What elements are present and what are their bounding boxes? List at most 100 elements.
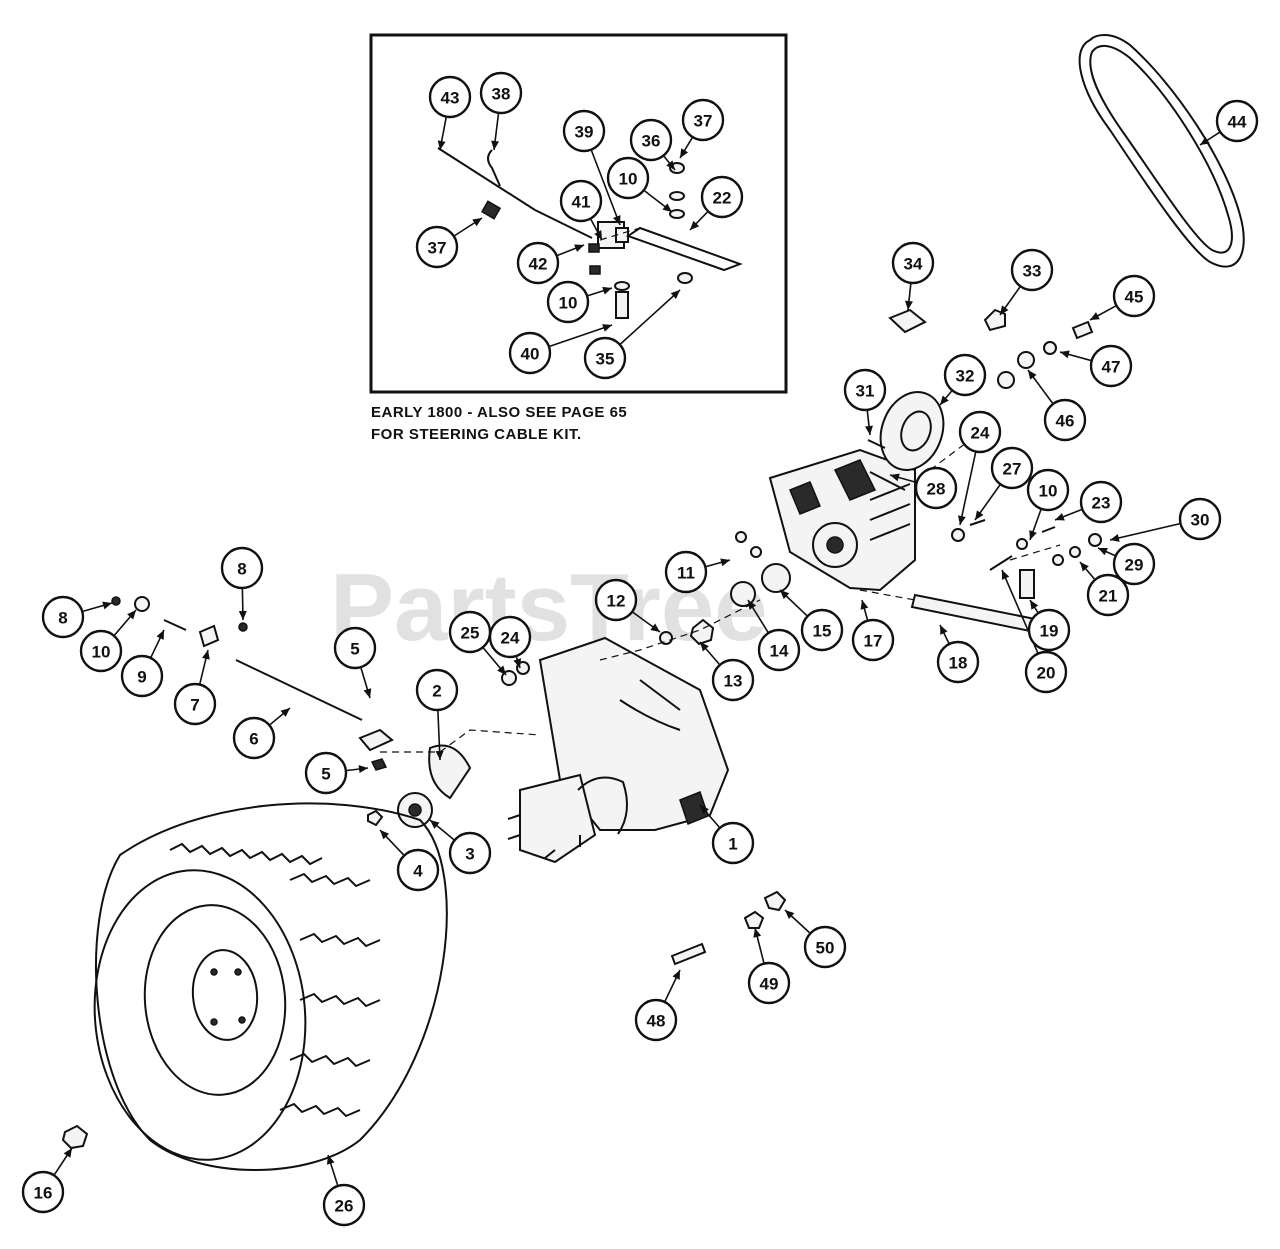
callout-31: 31	[843, 368, 887, 412]
callout-29: 29	[1112, 542, 1156, 586]
callout-number: 18	[949, 654, 968, 673]
callout-number: 39	[575, 123, 594, 142]
callout-number: 10	[92, 643, 111, 662]
callout-8: 8	[220, 546, 264, 590]
callout-43: 43	[428, 75, 472, 119]
callout-number: 4	[413, 862, 423, 881]
inset-note-line1: EARLY 1800 - ALSO SEE PAGE 65	[371, 404, 627, 421]
callout-14: 14	[757, 628, 801, 672]
leader-arrowhead-4	[380, 830, 390, 840]
leader-arrowhead-24	[513, 658, 522, 668]
inset-frame	[369, 33, 788, 394]
leader-arrowhead-10	[1029, 530, 1037, 540]
callout-4: 4	[396, 848, 440, 892]
callout-number: 26	[335, 1197, 354, 1216]
callout-number: 42	[529, 255, 548, 274]
leader-arrowhead-7	[202, 650, 210, 660]
leader-arrowhead-41	[594, 230, 602, 240]
leader-arrowhead-8	[238, 610, 247, 620]
leader-line-24	[959, 452, 977, 526]
leader-arrowhead-49	[753, 928, 762, 938]
callout-49: 49	[747, 961, 791, 1005]
callout-40: 40	[508, 331, 552, 375]
callout-2: 2	[415, 668, 459, 712]
callout-10: 10	[606, 156, 650, 200]
callout-circle	[415, 225, 459, 269]
callout-20: 20	[1024, 650, 1068, 694]
callout-45: 45	[1112, 274, 1156, 318]
leader-arrowhead-8	[102, 601, 112, 610]
callout-34: 34	[891, 241, 935, 285]
leader-arrowhead-18	[940, 625, 948, 635]
leader-arrowhead-19	[1030, 600, 1039, 610]
callout-circle	[747, 961, 791, 1005]
wheel-tire	[93, 802, 448, 1171]
callout-47: 47	[1089, 344, 1133, 388]
callout-number: 29	[1125, 556, 1144, 575]
callout-circle	[1027, 608, 1071, 652]
leader-arrowhead-47	[1060, 350, 1070, 359]
callout-22: 22	[700, 175, 744, 219]
callout-39: 39	[562, 109, 606, 153]
leader-arrowhead-11	[720, 558, 730, 567]
callout-number: 46	[1056, 412, 1075, 431]
callout-number: 9	[137, 668, 146, 687]
callout-circle	[1043, 398, 1087, 442]
leader-arrowhead-16	[63, 1148, 72, 1158]
callout-number: 44	[1228, 113, 1247, 132]
leader-arrowhead-2	[435, 750, 444, 760]
leader-arrowhead-48	[672, 970, 680, 980]
callout-circle	[594, 578, 638, 622]
callout-circle	[1079, 480, 1123, 524]
leader-arrowhead-37	[472, 218, 482, 227]
callout-circle	[559, 179, 603, 223]
callout-circle	[843, 368, 887, 412]
callout-circle	[1112, 274, 1156, 318]
callout-number: 10	[1039, 482, 1058, 501]
callout-number: 7	[190, 696, 199, 715]
callout-number: 28	[927, 480, 946, 499]
callout-16: 16	[21, 1170, 65, 1214]
callout-number: 10	[619, 170, 638, 189]
callout-26: 26	[322, 1183, 366, 1227]
callout-number: 22	[713, 189, 732, 208]
callout-circle	[990, 446, 1034, 490]
callout-37: 37	[681, 98, 725, 142]
callout-10: 10	[546, 280, 590, 324]
leader-arrowhead-22	[690, 220, 700, 230]
callout-30: 30	[1178, 497, 1222, 541]
leader-arrowhead-33	[1000, 305, 1009, 315]
leader-arrowhead-10	[127, 610, 136, 620]
callout-circle	[41, 595, 85, 639]
callout-number: 37	[428, 239, 447, 258]
callout-circle	[606, 156, 650, 200]
callout-50: 50	[803, 925, 847, 969]
callout-35: 35	[583, 336, 627, 380]
leader-arrowhead-34	[904, 300, 913, 310]
callout-circle	[583, 336, 627, 380]
callout-number: 38	[492, 85, 511, 104]
leader-arrowhead-20	[1001, 570, 1010, 580]
callout-21: 21	[1086, 573, 1130, 617]
callout-46: 46	[1043, 398, 1087, 442]
leader-arrowhead-44	[1200, 136, 1210, 145]
callout-circle	[891, 241, 935, 285]
callout-circle	[1112, 542, 1156, 586]
leader-arrowhead-36	[666, 160, 675, 170]
callout-number: 10	[559, 294, 578, 313]
callout-labels: 1234556788910101010111213141516171819202…	[21, 71, 1259, 1227]
callout-41: 41	[559, 179, 603, 223]
callout-9: 9	[120, 654, 164, 698]
callout-number: 27	[1003, 460, 1022, 479]
callout-number: 5	[350, 640, 359, 659]
callout-circle	[1010, 248, 1054, 292]
callout-36: 36	[629, 118, 673, 162]
callout-number: 14	[770, 642, 789, 661]
leader-line-39	[590, 150, 621, 226]
leader-line-40	[549, 324, 613, 347]
callout-number: 16	[34, 1184, 53, 1203]
leader-arrowhead-32	[940, 395, 949, 405]
callout-circle	[220, 546, 264, 590]
callout-number: 1	[728, 835, 737, 854]
callout-number: 36	[642, 132, 661, 151]
